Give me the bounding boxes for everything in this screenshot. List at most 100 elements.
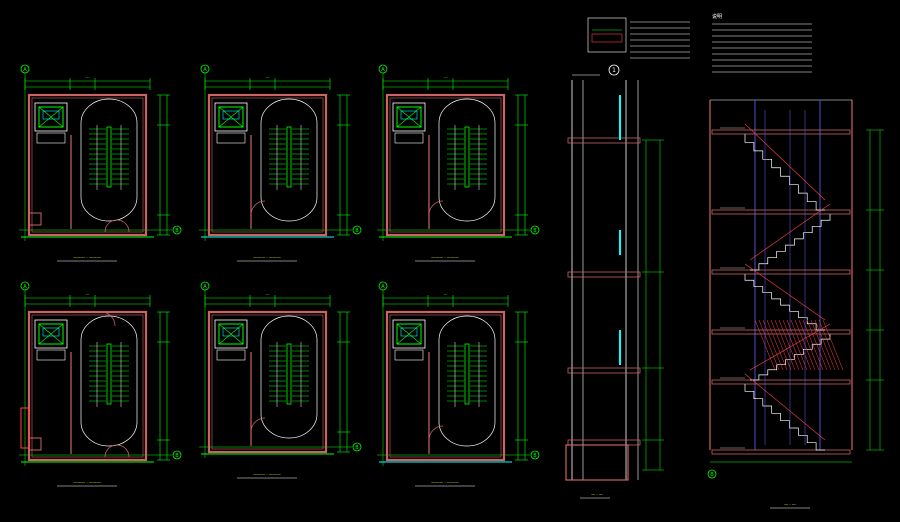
- stair-handrail: [464, 126, 470, 188]
- door-swing: [250, 417, 266, 433]
- stair-landing-slab: [711, 209, 851, 215]
- grid-bubble-right: [172, 450, 182, 460]
- elevator-machine-pit: [216, 349, 246, 361]
- dimension-text-top: —: [444, 292, 448, 297]
- elevator-car: [38, 323, 64, 345]
- door-swing: [250, 200, 266, 216]
- door-swing-top: [100, 311, 116, 327]
- plan-caption-mark: ——— · ———: [73, 480, 101, 485]
- stair-handrail: [286, 126, 292, 188]
- elevator-machine-pit: [216, 132, 246, 144]
- stair-section-caption-mark: — · —: [784, 502, 796, 507]
- stair-hatch: [798, 319, 820, 371]
- elevator-counterweight: [222, 327, 240, 337]
- dimension-text-top: —: [86, 75, 90, 80]
- grid-label-right: B: [175, 453, 179, 459]
- exterior-wall: [207, 93, 328, 237]
- floor-plan-1: A—B——— · ———: [19, 64, 182, 262]
- elevator-machine-pit: [36, 349, 66, 361]
- stair-hatch: [814, 319, 836, 371]
- grid-label-right: B: [355, 228, 359, 234]
- floor-plan-4: A—B——— · ———: [19, 281, 182, 487]
- grid-label-top: A: [23, 67, 27, 73]
- elevator-shaft: [214, 319, 248, 349]
- section-caption-mark: — · —: [591, 492, 603, 497]
- door-swing: [428, 200, 444, 216]
- floor-plans-group: A—B——— · ———A—B——— · ———A—B——— · ———A—B—…: [19, 64, 540, 487]
- stair-arch-top: [438, 315, 496, 341]
- stair-landing-slab: [711, 449, 851, 455]
- elevator-counterweight: [42, 110, 60, 120]
- stair-arch-bottom: [438, 421, 496, 447]
- dimension-text-top: —: [444, 75, 448, 80]
- stair-landing-slab: [711, 379, 851, 385]
- stair-arch-bottom: [80, 196, 138, 222]
- elevator-cross: [396, 106, 422, 128]
- grid-label-right: B: [533, 228, 537, 234]
- stair-handrail-line: [744, 123, 826, 201]
- stair-hatch: [762, 319, 784, 371]
- elevator-shaft: [392, 102, 426, 132]
- elevator-shaft: [392, 319, 426, 349]
- stair-handrail-line: [744, 373, 826, 441]
- elevator-cross: [218, 323, 244, 345]
- elevator-car: [396, 323, 422, 345]
- construction-legend: 说明: [587, 13, 812, 73]
- elevator-car: [396, 106, 422, 128]
- stair-handrail: [106, 126, 112, 188]
- door-swing: [104, 219, 118, 233]
- stair-hatch: [818, 319, 840, 371]
- stair-section-grid-label: B: [710, 472, 714, 478]
- elevator-shaft: [214, 102, 248, 132]
- elevator-cross: [396, 323, 422, 345]
- fire-hydrant-box: [28, 212, 42, 226]
- elevator-counterweight: [42, 327, 60, 337]
- elevator-cross: [218, 106, 244, 128]
- stair-arch-bottom: [438, 196, 496, 222]
- stair-handrail: [464, 343, 470, 405]
- exterior-element: [20, 407, 30, 449]
- interior-wall-line: [31, 314, 144, 458]
- stair-arch-bottom: [80, 421, 138, 447]
- stair-arch-top: [260, 98, 318, 124]
- grid-label-top: A: [381, 67, 385, 73]
- stair-arch-top: [80, 98, 138, 124]
- grid-label-top: A: [203, 67, 207, 73]
- door-swing: [116, 444, 130, 458]
- stair-section-grid-bubble: [707, 469, 717, 479]
- stair-hatch: [758, 319, 780, 371]
- stair-handrail: [106, 343, 112, 405]
- elevator-car: [38, 106, 64, 128]
- stair-hatch: [778, 319, 800, 371]
- plan-caption-mark: ——— · ———: [73, 255, 101, 260]
- stair-hatch: [790, 319, 812, 371]
- floor-slab: [567, 271, 641, 278]
- stair-hatch: [806, 319, 828, 371]
- legend-title: 说明: [712, 13, 722, 20]
- grid-bubble-right: [172, 225, 182, 235]
- floor-slab: [567, 367, 641, 374]
- stair-landing-slab: [711, 129, 851, 135]
- elevator-cross: [38, 106, 64, 128]
- stair-flight: [744, 134, 825, 211]
- stair-handrail: [286, 343, 292, 405]
- stair-arch-bottom: [260, 196, 318, 222]
- stairwell-section-left: 1 — · —: [565, 64, 664, 499]
- grid-label-top: A: [23, 284, 27, 290]
- stair-arch-top: [438, 98, 496, 124]
- exterior-wall: [207, 310, 328, 454]
- plan-caption-mark: ——— · ———: [431, 480, 459, 485]
- stair-landing-slab: [711, 269, 851, 275]
- elevator-counterweight: [400, 110, 418, 120]
- grid-bubble-right: [530, 225, 540, 235]
- floor-plan-3: A—B——— · ———: [377, 64, 540, 262]
- stair-hatch: [782, 319, 804, 371]
- section-marker-label: 1: [612, 67, 616, 74]
- grid-label-right: B: [355, 445, 359, 451]
- floor-plan-6: A—B——— · ———: [377, 281, 540, 487]
- grid-label-right: B: [533, 453, 537, 459]
- legend-detail-box: [587, 17, 627, 53]
- door-swing: [428, 425, 444, 441]
- stair-handrail-line: [744, 263, 826, 321]
- elevator-machine-pit: [36, 132, 66, 144]
